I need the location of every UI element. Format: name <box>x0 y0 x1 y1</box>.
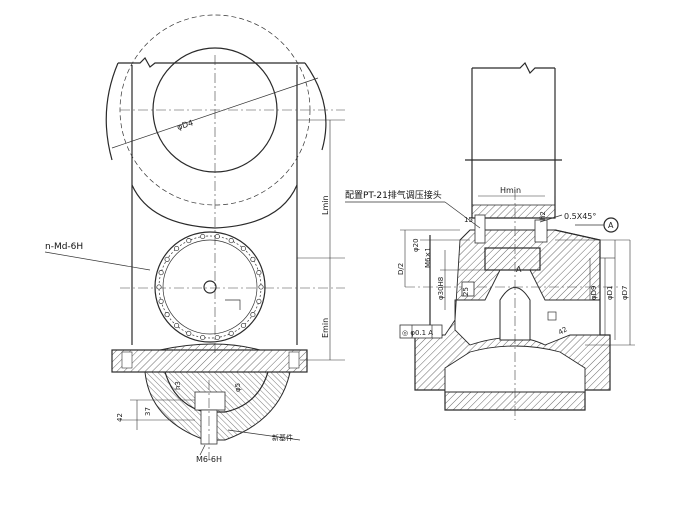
section-letter: A <box>516 265 522 274</box>
bolt-hole <box>158 270 164 276</box>
bolt-hole <box>186 238 192 244</box>
bolt-hole <box>186 330 192 336</box>
dim-phid9-label: φD9 <box>590 286 598 300</box>
bolt-hole <box>250 312 256 318</box>
bolt-hole <box>228 330 234 336</box>
dim-d2-label: D/2 <box>397 263 405 275</box>
bolt-hole <box>214 233 220 240</box>
bolt-hole <box>158 298 164 304</box>
bolt-hole <box>200 233 206 240</box>
pt-note-label: 配置PT-21排气调压接头 <box>345 189 442 201</box>
dim-42-right-label: 42 <box>557 325 569 336</box>
thread-callout-label: n-Md-6H <box>45 242 83 252</box>
dim-phid7-label: φD7 <box>621 286 629 300</box>
tolerance-frame-label: ◎ φ0.1 A <box>402 329 433 337</box>
hmin-label: Hmin <box>500 186 521 195</box>
dim-m6-label: M6×1 <box>424 247 432 268</box>
right-view: 配置PT-21排气调压接头 Hmin 0.5X45° A A D/2 φ20 M… <box>345 61 635 420</box>
bolt-hole <box>164 312 170 318</box>
bolt-hole <box>256 298 262 304</box>
dim-phi30-label: φ30H8 <box>437 277 445 300</box>
bolt-hole <box>156 284 162 290</box>
dim-42-label: 42 <box>116 413 124 422</box>
dim-phi20-label: φ20 <box>412 238 420 252</box>
left-view: φD4 Lmin Emin n-Md-6H h3 φ5 37 42 新基件 M6… <box>44 14 345 464</box>
phi5-label: φ5 <box>234 383 242 392</box>
h3-label: h3 <box>174 381 182 390</box>
datum-letter: A <box>608 221 614 230</box>
bolt-hole <box>200 334 206 341</box>
bolt-hole <box>214 334 220 341</box>
bolt-hole <box>228 238 234 244</box>
bolt-hole <box>250 256 256 262</box>
bolt-hole <box>256 270 262 276</box>
bolt-hole <box>164 256 170 262</box>
m6-thread-label: M6-6H <box>196 455 222 464</box>
bolt-hole <box>240 245 246 252</box>
bolt-hole <box>240 322 246 329</box>
connector-note-label: 新基件 <box>272 433 293 442</box>
dim-h2-label: h2 <box>539 211 547 220</box>
bolt-hole <box>258 284 264 290</box>
bolt-hole <box>174 245 180 252</box>
dim-37-label: 37 <box>144 407 152 416</box>
chamfer-label: 0.5X45° <box>564 212 596 221</box>
bolt-hole-ring <box>156 233 264 341</box>
emin-label: Emin <box>321 318 330 338</box>
dim-25-label: 25 <box>462 287 470 296</box>
lmin-label: Lmin <box>321 195 330 215</box>
diameter-d4-label: φD4 <box>176 118 195 132</box>
dim-15-label: 15 <box>464 216 473 224</box>
dim-phid1-label: φD1 <box>606 286 614 300</box>
bolt-hole <box>174 322 180 329</box>
